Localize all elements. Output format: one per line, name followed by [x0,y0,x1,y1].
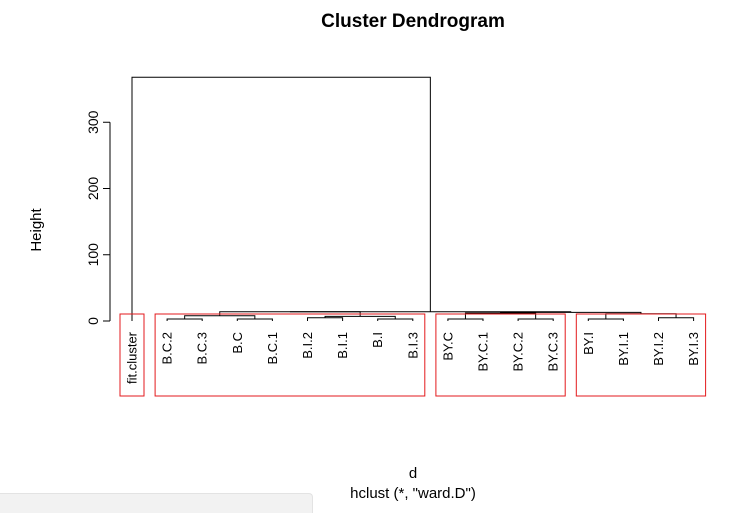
leaf-label: B.I.3 [405,332,420,359]
y-axis: 0 100 200 300 [85,110,111,325]
leaf-label: BY.C [440,332,455,361]
leaf-label: BY.C.1 [476,332,491,372]
leaf-label: BY.C.2 [511,332,526,372]
leaf-label: fit.cluster [125,331,140,384]
x-axis-label: d [409,465,417,482]
leaf-label: B.I.1 [335,332,350,359]
cluster-rects [119,313,707,397]
leaf-label: BY.C.3 [546,332,561,372]
merge-branch-3 [307,317,344,321]
leaf-label: BY.I.1 [616,332,631,366]
y-tick-label-100: 100 [85,243,101,267]
merge-branch-1 [236,318,273,321]
merge-branch-13 [500,311,642,314]
leaf-label: BY.I [581,332,596,355]
leaf-labels: fit.cluster B.C.2 B.C.3 B.C B.C.1 B.I.2 B.I.1 B… [125,331,702,384]
merge-branch-15 [131,76,431,321]
leaf-label: B.C.3 [195,332,210,365]
leaf-label: BY.I.2 [651,332,666,366]
leaf-label: B.C [230,332,245,354]
merge-branch-8 [517,318,554,321]
merge-branch-7 [447,318,484,321]
leaf-label: B.C.1 [265,332,280,365]
y-tick-label-200: 200 [85,177,101,201]
cluster-rect-1 [119,313,145,397]
leaf-label: BY.I.3 [686,332,701,366]
merge-branch-12 [605,313,677,320]
merge-branch-2 [377,318,414,321]
y-axis-label: Height [28,207,45,251]
merge-branch-0 [166,318,203,321]
dendrogram-tree [131,76,695,321]
leaf-label: B.C.2 [160,332,175,365]
merge-branch-11 [658,317,695,321]
y-tick-label-0: 0 [85,317,101,325]
x-axis-sub-label: hclust (*, "ward.D") [350,485,476,502]
cluster-rect-2 [154,313,426,397]
bottom-panel [0,493,313,513]
leaf-label: B.I [370,332,385,348]
y-tick-label-300: 300 [85,110,101,134]
leaf-label: B.I.2 [300,332,315,359]
cluster-rect-3 [435,313,566,397]
cluster-rect-4 [575,313,707,397]
merge-branch-10 [587,318,624,321]
chart-title: Cluster Dendrogram [321,11,505,32]
merge-branch-14 [289,311,572,313]
